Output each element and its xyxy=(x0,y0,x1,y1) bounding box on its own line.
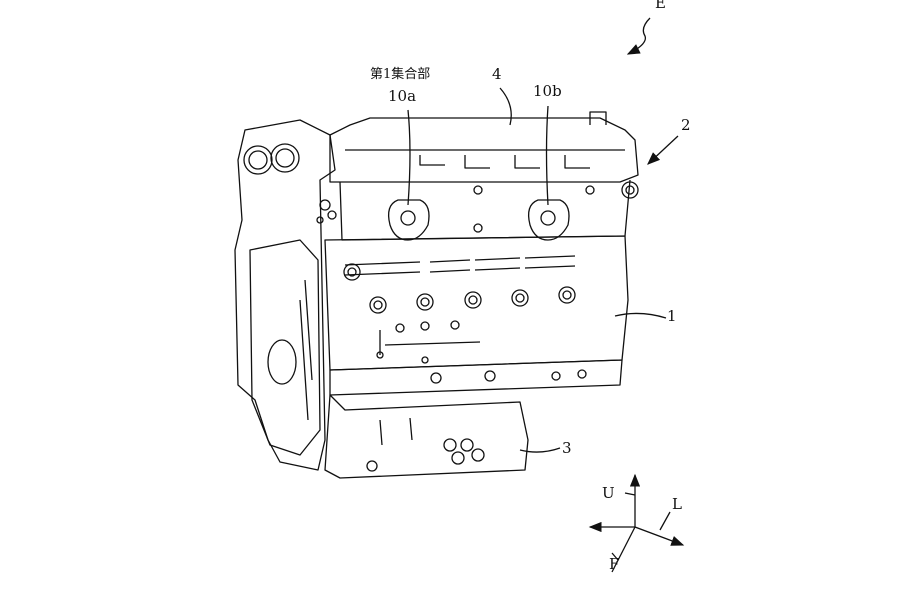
cylinder-head xyxy=(329,111,639,241)
label-E: E xyxy=(655,0,666,12)
label-10b: 10b xyxy=(533,82,562,100)
label-10a: 10a xyxy=(388,87,417,105)
label-3: 3 xyxy=(562,439,572,457)
oil-pan xyxy=(324,359,623,479)
axis-label-U: U xyxy=(602,484,615,502)
label-1: 1 xyxy=(667,307,677,325)
front-cover xyxy=(234,119,337,471)
leader-lines xyxy=(407,17,679,453)
axis-label-F: F xyxy=(609,555,620,573)
label-4: 4 xyxy=(492,65,502,83)
cylinder-block xyxy=(324,235,629,371)
direction-axes xyxy=(588,473,685,573)
label-2: 2 xyxy=(681,116,691,134)
label-collector: 第1集合部 xyxy=(370,67,431,82)
axis-label-L: L xyxy=(672,495,682,513)
collector-parts xyxy=(387,199,570,241)
